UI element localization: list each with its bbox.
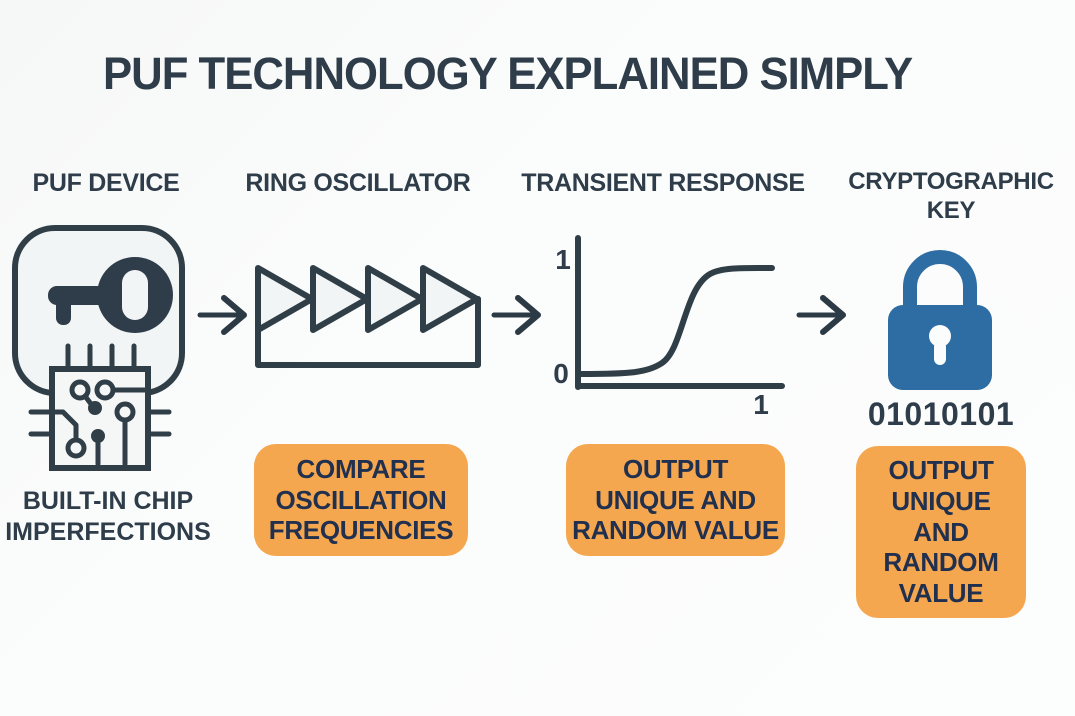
graph-x-max-label: 1 — [753, 389, 769, 420]
graph-y-min-label: 0 — [553, 358, 569, 389]
graph-y-max-label: 1 — [555, 244, 571, 275]
page-title: PUF TECHNOLOGY EXPLAINED SIMPLY — [103, 48, 913, 99]
note-output-unique-random-key: OUTPUT UNIQUE AND RANDOM VALUE — [856, 446, 1026, 618]
header-puf-device: PUF DEVICE — [32, 169, 180, 197]
arrow-right-icon — [491, 293, 545, 337]
inverter-chain-loop-icon — [245, 262, 485, 372]
arrow-right-icon — [796, 293, 850, 337]
key-and-chip-icon — [0, 222, 215, 482]
header-ring-oscillator: RING OSCILLATOR — [245, 169, 471, 197]
key-value: 01010101 — [867, 396, 1015, 432]
note-compare-oscillation: COMPARE OSCILLATION FREQUENCIES — [254, 444, 468, 556]
note-output-unique-random: OUTPUT UNIQUE AND RANDOM VALUE — [566, 444, 785, 556]
arrow-right-icon — [197, 293, 251, 337]
sigmoid-graph-icon — [550, 233, 790, 418]
padlock-icon — [880, 245, 1000, 395]
header-transient-response: TRANSIENT RESPONSE — [521, 169, 805, 197]
puf-device-caption: BUILT-IN CHIP IMPERFECTIONS — [5, 487, 211, 547]
header-cryptographic-key: CRYPTOGRAPHIC KEY — [848, 168, 1054, 224]
